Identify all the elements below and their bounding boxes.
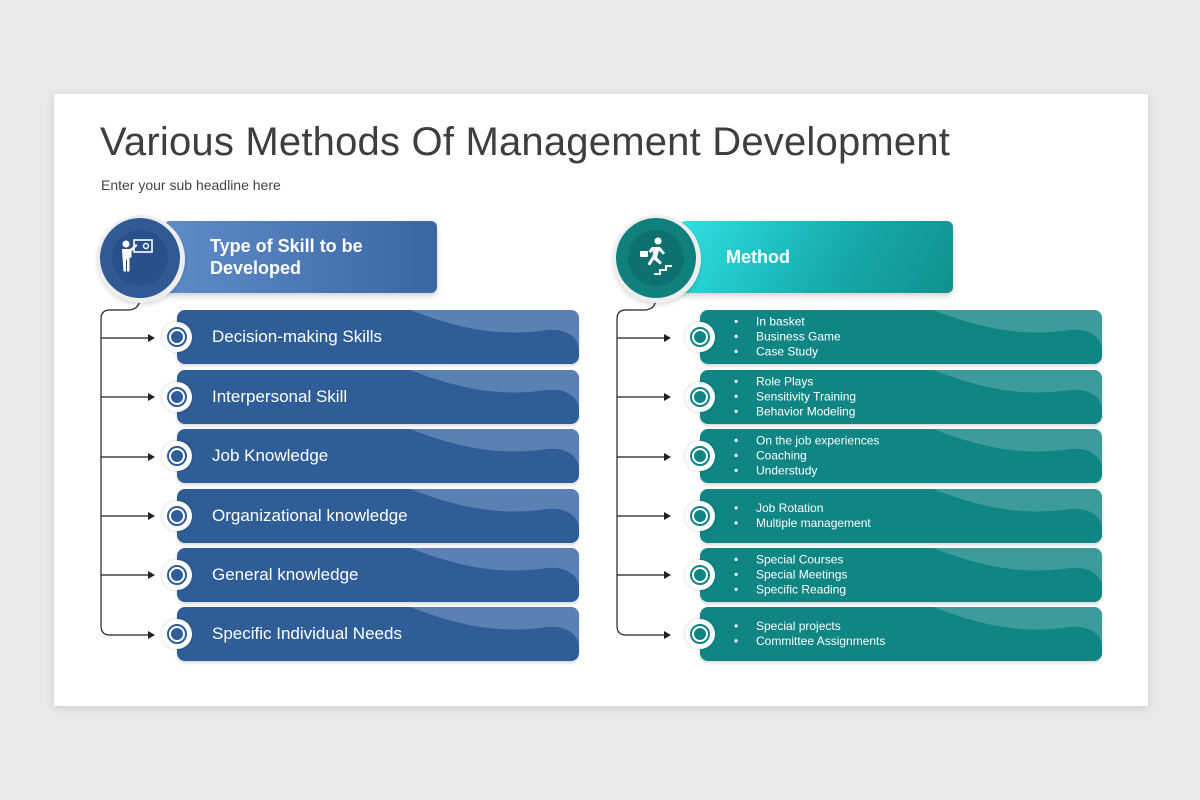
method-bullet-item: Committee Assignments <box>734 634 885 649</box>
method-bullets: Special projectsCommittee Assignments <box>734 619 885 649</box>
skill-row: Interpersonal Skill <box>177 370 579 424</box>
wave-decoration <box>933 370 1102 410</box>
method-bullet-item: Special projects <box>734 619 885 634</box>
skill-header-label: Type of Skill to be Developed <box>210 235 363 279</box>
method-header-label: Method <box>726 247 790 267</box>
method-row: In basketBusiness GameCase Study <box>700 310 1102 364</box>
ring-bullet-icon <box>685 322 715 352</box>
ring-bullet-icon <box>685 441 715 471</box>
method-header: Method <box>680 221 953 293</box>
method-row: On the job experiencesCoachingUnderstudy <box>700 429 1102 483</box>
ring-bullet-icon <box>685 619 715 649</box>
slide-subtitle: Enter your sub headline here <box>101 177 281 193</box>
slide-title: Various Methods Of Management Developmen… <box>100 120 951 164</box>
skill-header: Type of Skill to be Developed <box>164 221 437 293</box>
method-bullets: In basketBusiness GameCase Study <box>734 315 841 360</box>
wave-decoration <box>410 429 579 469</box>
wave-decoration <box>410 370 579 410</box>
method-bullets: On the job experiencesCoachingUnderstudy <box>734 434 879 479</box>
skill-row: Decision-making Skills <box>177 310 579 364</box>
wave-decoration <box>933 607 1102 647</box>
skill-label: Job Knowledge <box>212 446 329 465</box>
skill-header-line2: Developed <box>210 258 302 278</box>
wave-decoration <box>410 548 579 588</box>
method-header-badge <box>613 215 701 303</box>
ring-bullet-icon <box>685 501 715 531</box>
skill-row: Specific Individual Needs <box>177 607 579 661</box>
ring-bullet-icon <box>162 619 192 649</box>
method-row: Special CoursesSpecial MeetingsSpecific … <box>700 548 1102 602</box>
method-bullet-item: Multiple management <box>734 516 871 531</box>
wave-decoration <box>410 310 579 350</box>
method-bullet-item: In basket <box>734 315 841 330</box>
wave-decoration <box>933 429 1102 469</box>
method-row: Special projectsCommittee Assignments <box>700 607 1102 661</box>
ring-bullet-icon <box>685 560 715 590</box>
skill-header-line1: Type of Skill to be <box>210 236 363 256</box>
skill-row: General knowledge <box>177 548 579 602</box>
method-bullet-item: Specific Reading <box>734 583 847 598</box>
ring-bullet-icon <box>685 382 715 412</box>
slide: Various Methods Of Management Developmen… <box>54 94 1148 706</box>
presenter-board-icon <box>122 239 153 272</box>
skill-header-badge <box>97 215 185 303</box>
method-bullets: Special CoursesSpecial MeetingsSpecific … <box>734 553 847 598</box>
method-bullet-item: Special Meetings <box>734 568 847 583</box>
method-bullet-item: Business Game <box>734 330 841 345</box>
skill-label: Decision-making Skills <box>212 327 383 346</box>
ring-bullet-icon <box>162 322 192 352</box>
method-bullet-item: Job Rotation <box>734 501 871 516</box>
wave-decoration <box>933 310 1102 350</box>
method-row: Job RotationMultiple management <box>700 489 1102 543</box>
method-bullet-item: On the job experiences <box>734 434 879 449</box>
method-bullets: Role PlaysSensitivity TrainingBehavior M… <box>734 375 856 420</box>
wave-decoration <box>410 607 579 647</box>
wave-decoration <box>410 489 579 529</box>
ring-bullet-icon <box>162 382 192 412</box>
method-bullet-item: Coaching <box>734 449 879 464</box>
skill-row: Organizational knowledge <box>177 489 579 543</box>
method-bullet-item: Understudy <box>734 464 879 479</box>
skill-label: General knowledge <box>212 565 359 584</box>
ring-bullet-icon <box>162 441 192 471</box>
running-up-stairs-icon <box>640 237 672 275</box>
method-row: Role PlaysSensitivity TrainingBehavior M… <box>700 370 1102 424</box>
wave-decoration <box>933 489 1102 529</box>
method-bullet-item: Role Plays <box>734 375 856 390</box>
method-bullet-item: Sensitivity Training <box>734 390 856 405</box>
method-bullets: Job RotationMultiple management <box>734 501 871 531</box>
method-bullet-item: Case Study <box>734 345 841 360</box>
connector-lines <box>100 296 671 639</box>
method-bullet-item: Behavior Modeling <box>734 405 856 420</box>
ring-bullet-icon <box>162 560 192 590</box>
method-bullet-item: Special Courses <box>734 553 847 568</box>
skill-label: Organizational knowledge <box>212 506 408 525</box>
skill-label: Specific Individual Needs <box>212 624 402 643</box>
wave-decoration <box>933 548 1102 588</box>
skill-label: Interpersonal Skill <box>212 387 348 406</box>
skill-row: Job Knowledge <box>177 429 579 483</box>
ring-bullet-icon <box>162 501 192 531</box>
